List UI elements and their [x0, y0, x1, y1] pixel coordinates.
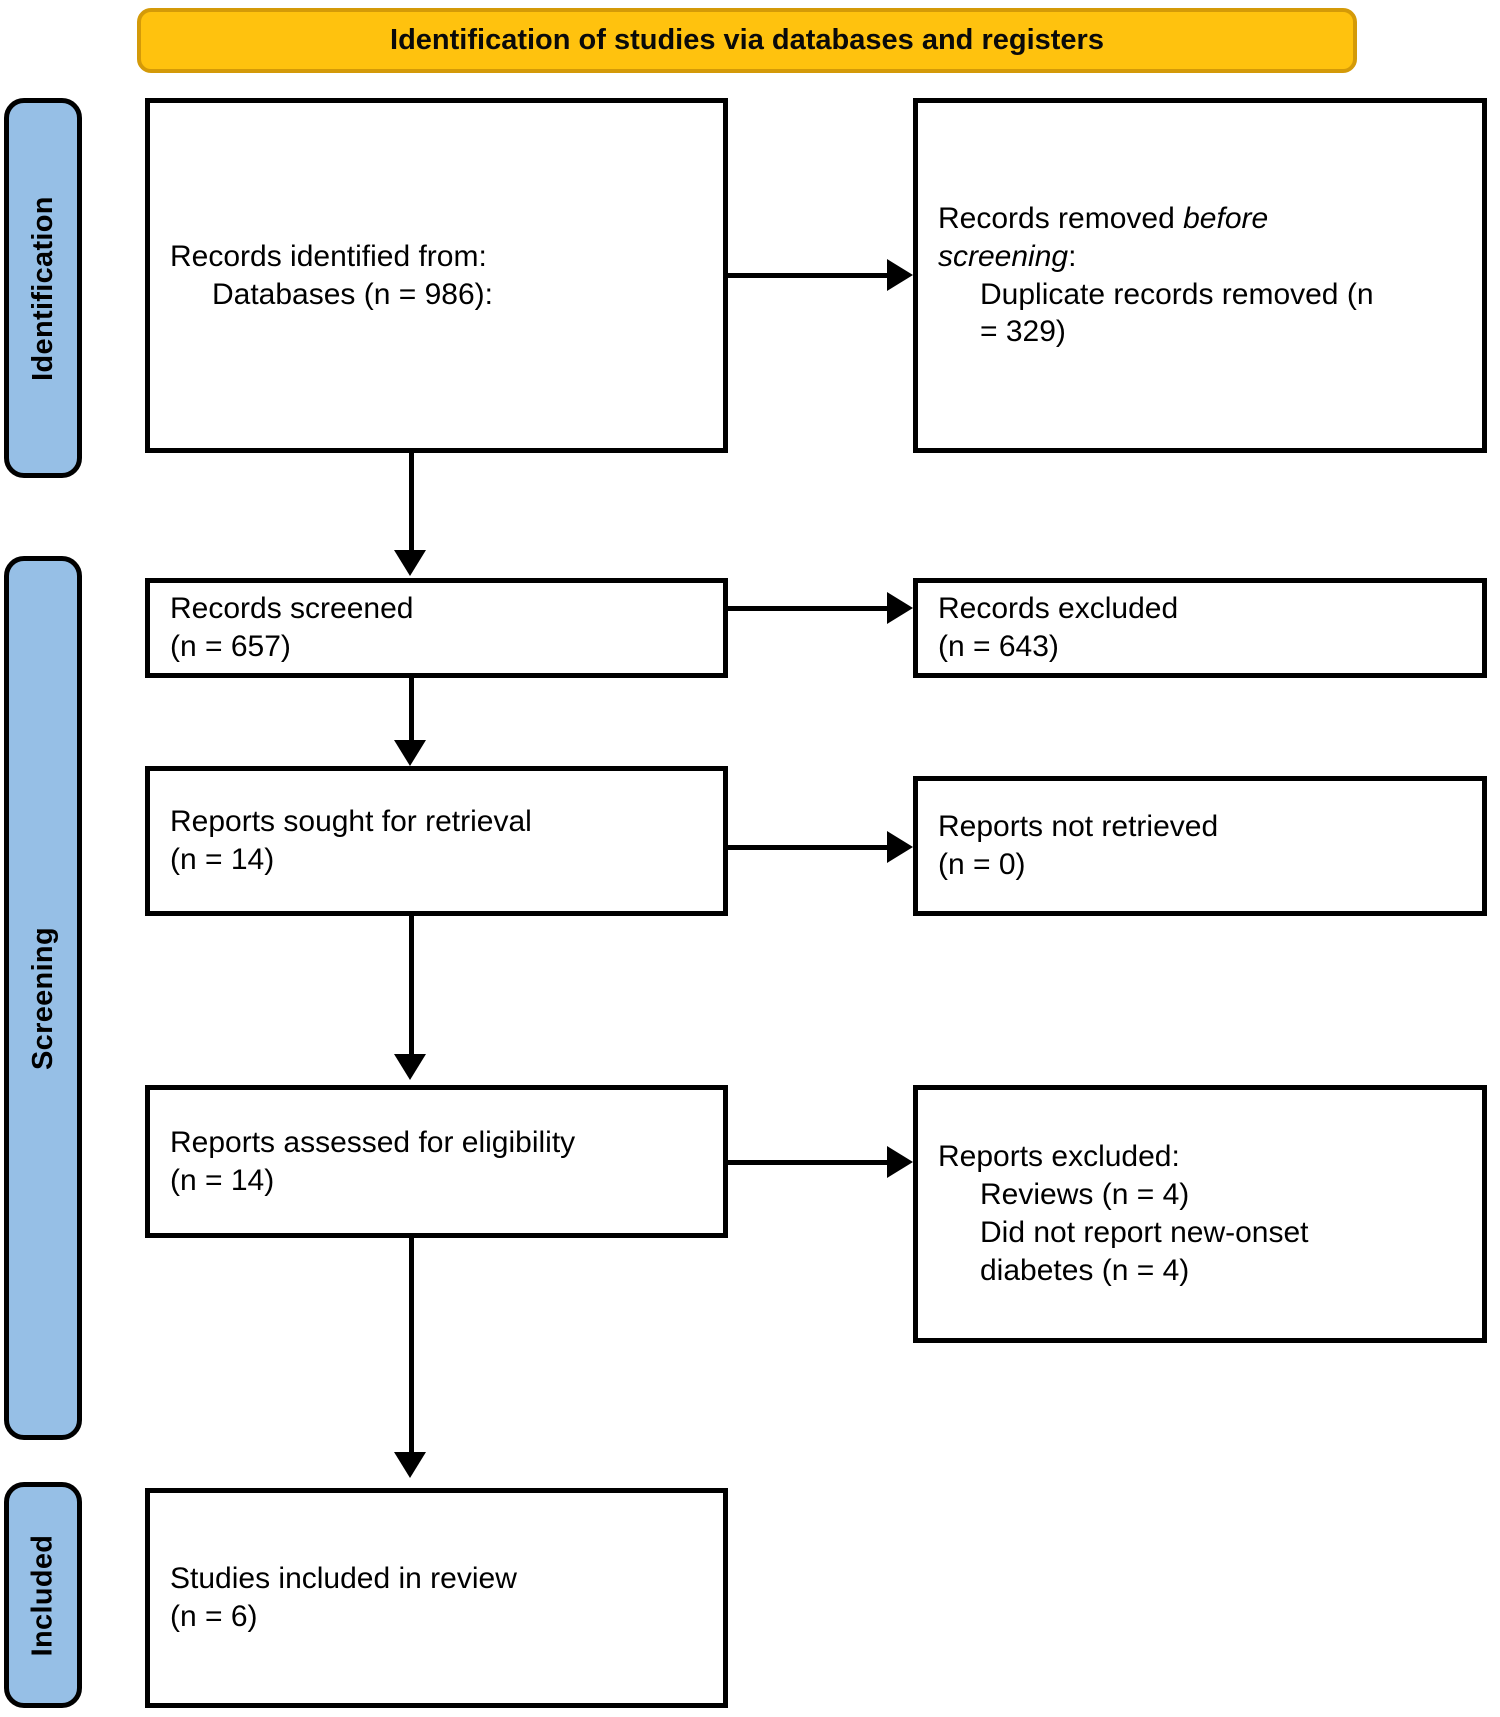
node-studies-included-line1: Studies included in review — [170, 1562, 517, 1596]
stage-label-screening: Screening — [4, 556, 82, 1440]
node-records-screened-line2: (n = 657) — [170, 630, 291, 663]
node-records-identified: Records identified from: Databases (n = … — [145, 98, 728, 453]
node-records-removed-line1-plain: Records removed — [938, 201, 1184, 235]
arrowhead-sought-to-assessed — [394, 1054, 426, 1080]
node-records-removed-line2-plain: : — [1068, 239, 1077, 273]
node-reports-sought-line2: (n = 14) — [170, 843, 275, 876]
node-records-removed-line2-italic: screening — [938, 239, 1069, 273]
node-records-screened-line1: Records screened — [170, 592, 414, 626]
node-reports-sought: Reports sought for retrieval (n = 14) — [145, 766, 728, 916]
node-records-excluded-line2: (n = 643) — [938, 630, 1059, 663]
node-records-excluded-line1: Records excluded — [938, 592, 1179, 626]
node-reports-sought-line1: Reports sought for retrieval — [170, 805, 532, 839]
node-studies-included-line2: (n = 6) — [170, 1600, 258, 1633]
diagram-header-banner: Identification of studies via databases … — [137, 8, 1357, 73]
node-reports-assessed: Reports assessed for eligibility (n = 14… — [145, 1085, 728, 1238]
node-records-removed-line2: screening: — [938, 238, 1462, 276]
node-records-removed-line3: Duplicate records removed (n — [980, 277, 1374, 311]
connector-identified-to-screened — [409, 453, 414, 552]
node-reports-excluded-line2: Reviews (n = 4) — [980, 1178, 1190, 1212]
stage-label-included-text: Included — [26, 1534, 59, 1656]
node-records-identified-line2: Databases (n = 986): — [212, 277, 494, 311]
node-reports-excluded-line4: diabetes (n = 4) — [980, 1253, 1190, 1287]
connector-assessed-to-reports-excluded — [728, 1160, 887, 1165]
connector-identified-to-removed — [728, 273, 887, 278]
arrowhead-identified-to-screened — [394, 550, 426, 576]
node-records-removed-line4: = 329) — [980, 315, 1066, 349]
node-reports-not-retrieved: Reports not retrieved (n = 0) — [913, 776, 1487, 916]
stage-label-identification: Identification — [4, 98, 82, 478]
node-records-removed: Records removed before screening: Duplic… — [913, 98, 1487, 453]
stage-label-screening-text: Screening — [26, 926, 59, 1070]
node-records-screened: Records screened (n = 657) — [145, 578, 728, 678]
node-reports-excluded: Reports excluded: Reviews (n = 4) Did no… — [913, 1085, 1487, 1343]
arrowhead-assessed-to-reports-excluded — [887, 1146, 913, 1178]
node-reports-excluded-line3: Did not report new-onset — [980, 1216, 1309, 1249]
node-studies-included: Studies included in review (n = 6) — [145, 1488, 728, 1708]
node-reports-not-retrieved-line1: Reports not retrieved — [938, 810, 1219, 844]
node-records-excluded: Records excluded (n = 643) — [913, 578, 1487, 678]
connector-screened-to-sought — [409, 678, 414, 744]
node-reports-not-retrieved-line2: (n = 0) — [938, 848, 1026, 881]
arrowhead-screened-to-sought — [394, 740, 426, 766]
arrowhead-assessed-to-included — [394, 1452, 426, 1478]
arrowhead-identified-to-removed — [887, 259, 913, 291]
connector-sought-to-not-retrieved — [728, 845, 887, 850]
connector-sought-to-assessed — [409, 916, 414, 1057]
node-records-removed-line1: Records removed before — [938, 200, 1462, 238]
node-records-removed-line1-italic: before — [1183, 201, 1269, 235]
node-records-identified-line1: Records identified from: — [170, 239, 487, 273]
diagram-title: Identification of studies via databases … — [390, 24, 1104, 56]
stage-label-included: Included — [4, 1482, 82, 1708]
node-reports-assessed-line1: Reports assessed for eligibility — [170, 1125, 576, 1159]
connector-screened-to-records-excluded — [728, 606, 887, 611]
node-reports-assessed-line2: (n = 14) — [170, 1163, 275, 1197]
arrowhead-screened-to-records-excluded — [887, 592, 913, 624]
stage-label-identification-text: Identification — [26, 195, 59, 381]
arrowhead-sought-to-not-retrieved — [887, 831, 913, 863]
connector-assessed-to-included — [409, 1238, 414, 1455]
node-reports-excluded-line1: Reports excluded: — [938, 1140, 1180, 1174]
